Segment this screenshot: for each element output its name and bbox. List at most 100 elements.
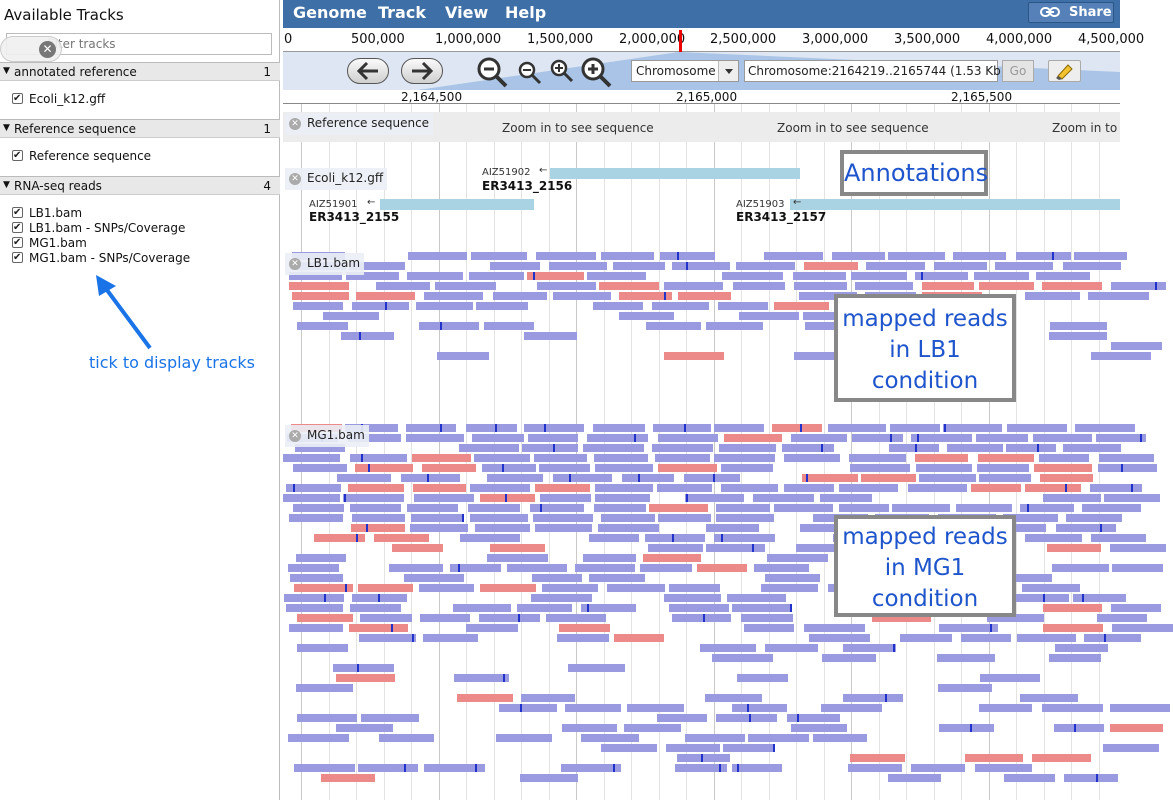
read-alignment[interactable] — [358, 764, 418, 772]
read-alignment[interactable] — [774, 302, 829, 310]
read-alignment[interactable] — [454, 674, 509, 682]
read-alignment[interactable] — [1047, 544, 1101, 552]
read-alignment[interactable] — [289, 272, 342, 280]
read-alignment[interactable] — [524, 424, 584, 432]
read-alignment[interactable] — [712, 654, 773, 662]
read-alignment[interactable] — [581, 604, 636, 612]
pan-left-button[interactable] — [347, 58, 389, 84]
read-alignment[interactable] — [527, 272, 584, 280]
read-alignment[interactable] — [476, 302, 528, 310]
read-alignment[interactable] — [587, 272, 646, 280]
read-alignment[interactable] — [289, 624, 343, 632]
read-alignment[interactable] — [1112, 564, 1163, 572]
read-alignment[interactable] — [794, 352, 854, 360]
read-alignment[interactable] — [475, 524, 530, 532]
share-button[interactable]: Share — [1028, 2, 1114, 23]
read-alignment[interactable] — [1063, 262, 1121, 270]
read-alignment[interactable] — [890, 424, 940, 432]
read-alignment[interactable] — [723, 744, 775, 752]
zoom-out-large-icon[interactable] — [475, 55, 509, 89]
read-alignment[interactable] — [979, 282, 1034, 290]
read-alignment[interactable] — [937, 654, 995, 662]
read-alignment[interactable] — [1022, 584, 1080, 592]
read-alignment[interactable] — [361, 714, 419, 722]
read-alignment[interactable] — [521, 694, 575, 702]
read-alignment[interactable] — [286, 484, 341, 492]
read-alignment[interactable] — [536, 252, 596, 260]
menu-help[interactable]: Help — [505, 3, 547, 22]
read-alignment[interactable] — [1099, 454, 1154, 462]
read-alignment[interactable] — [791, 724, 847, 732]
read-alignment[interactable] — [813, 734, 867, 742]
read-alignment[interactable] — [1025, 484, 1081, 492]
read-alignment[interactable] — [822, 654, 876, 662]
read-alignment[interactable] — [839, 504, 889, 512]
read-alignment[interactable] — [1091, 534, 1146, 542]
read-alignment[interactable] — [535, 524, 592, 532]
location-input[interactable]: Chromosome:2164219..2165744 (1.53 Kb) — [744, 60, 1005, 82]
read-alignment[interactable] — [974, 272, 1029, 280]
track-checkbox-reference-sequence[interactable]: Reference sequence — [12, 148, 151, 164]
read-alignment[interactable] — [987, 614, 1044, 622]
read-alignment[interactable] — [351, 524, 405, 532]
read-alignment[interactable] — [583, 554, 636, 562]
read-alignment[interactable] — [748, 734, 809, 742]
read-alignment[interactable] — [861, 474, 916, 482]
read-alignment[interactable] — [980, 674, 1040, 682]
read-alignment[interactable] — [288, 734, 349, 742]
read-alignment[interactable] — [376, 282, 430, 290]
read-alignment[interactable] — [532, 574, 582, 582]
read-alignment[interactable] — [658, 514, 711, 522]
read-alignment[interactable] — [1096, 434, 1146, 442]
read-alignment[interactable] — [652, 302, 709, 310]
read-alignment[interactable] — [293, 504, 344, 512]
read-alignment[interactable] — [716, 514, 774, 522]
read-alignment[interactable] — [337, 474, 391, 482]
read-alignment[interactable] — [706, 524, 759, 532]
read-alignment[interactable] — [553, 292, 611, 300]
read-alignment[interactable] — [314, 534, 365, 542]
read-alignment[interactable] — [791, 434, 847, 442]
read-alignment[interactable] — [1112, 624, 1173, 632]
read-alignment[interactable] — [530, 504, 584, 512]
gene-feature[interactable] — [790, 199, 1120, 210]
read-alignment[interactable] — [911, 764, 965, 772]
read-alignment[interactable] — [648, 544, 703, 552]
read-alignment[interactable] — [416, 302, 473, 310]
read-alignment[interactable] — [772, 424, 822, 432]
read-alignment[interactable] — [341, 332, 394, 340]
read-alignment[interactable] — [1043, 624, 1103, 632]
read-alignment[interactable] — [619, 312, 674, 320]
category-annotated-reference[interactable]: ▼ annotated reference 1 — [0, 62, 280, 81]
read-alignment[interactable] — [705, 694, 762, 702]
read-alignment[interactable] — [355, 464, 413, 472]
read-alignment[interactable] — [296, 554, 346, 562]
close-icon[interactable]: ✕ — [289, 173, 301, 185]
read-alignment[interactable] — [1039, 454, 1089, 462]
read-alignment[interactable] — [406, 434, 464, 442]
read-alignment[interactable] — [1020, 694, 1078, 702]
read-alignment[interactable] — [732, 704, 787, 712]
checkbox[interactable] — [12, 220, 23, 235]
read-alignment[interactable] — [599, 282, 659, 290]
read-alignment[interactable] — [593, 424, 645, 432]
read-alignment[interactable] — [589, 574, 645, 582]
read-alignment[interactable] — [614, 634, 664, 642]
read-alignment[interactable] — [1098, 464, 1157, 472]
read-alignment[interactable] — [1042, 704, 1103, 712]
read-alignment[interactable] — [493, 292, 547, 300]
read-alignment[interactable] — [718, 302, 768, 310]
read-alignment[interactable] — [855, 282, 913, 290]
read-alignment[interactable] — [358, 584, 413, 592]
track-label-reference[interactable]: ✕ Reference sequence — [285, 113, 434, 135]
read-alignment[interactable] — [297, 322, 348, 330]
read-alignment[interactable] — [288, 564, 339, 572]
read-alignment[interactable] — [716, 504, 770, 512]
track-label-gff[interactable]: ✕ Ecoli_k12.gff — [285, 168, 388, 190]
read-alignment[interactable] — [404, 574, 464, 582]
read-alignment[interactable] — [561, 764, 621, 772]
read-alignment[interactable] — [479, 614, 540, 622]
read-alignment[interactable] — [389, 564, 443, 572]
read-alignment[interactable] — [374, 534, 429, 542]
read-alignment[interactable] — [594, 504, 646, 512]
